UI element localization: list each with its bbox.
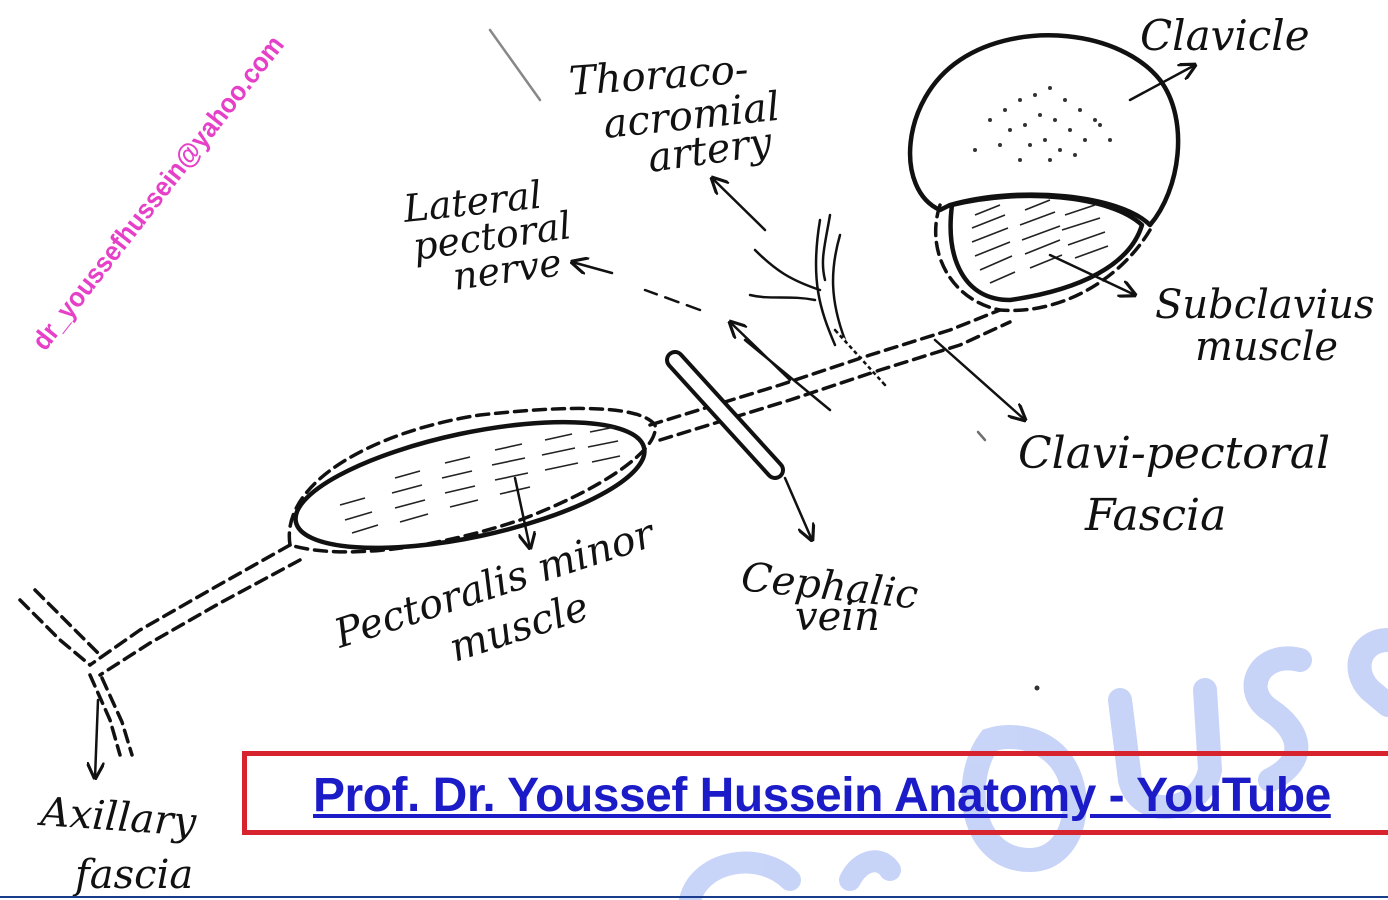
label-subclavius-line2: muscle (1195, 324, 1338, 370)
lateral-pectoral-nerve (645, 290, 700, 310)
axillary-pointer (95, 700, 98, 778)
lateral-pectoral-pointer (572, 262, 612, 273)
label-cephalic-line2: vein (795, 594, 880, 640)
stray-dot (1035, 686, 1040, 691)
clavicle-pointer (1130, 65, 1195, 100)
cephalic-pointer (785, 478, 812, 540)
youtube-channel-link-box[interactable]: Prof. Dr. Youssef Hussein Anatomy - YouT… (242, 751, 1388, 835)
label-subclavius-line1: Subclavius (1155, 282, 1375, 328)
cephalic-vein-shape (675, 360, 775, 470)
sketch-stroke (490, 30, 540, 100)
email-watermark: dr_youssefhussein@yahoo.com (26, 30, 290, 356)
label-clavipectoral-line1: Clavi-pectoral (1018, 428, 1330, 479)
label-clavicle: Clavicle (1140, 11, 1310, 60)
label-axillary-line1: Axillary (35, 789, 199, 846)
thoraco-acromial-pointer (712, 178, 765, 230)
subclavius-muscle-shape (936, 196, 1150, 311)
youtube-channel-link[interactable]: Prof. Dr. Youssef Hussein Anatomy - YouT… (313, 768, 1331, 823)
bottom-divider (0, 896, 1388, 898)
clavipectoral-pointer (935, 340, 1025, 420)
label-clavipectoral-line2: Fascia (1084, 490, 1226, 541)
label-axillary-line2: fascia (72, 852, 193, 898)
axillary-fascia-lines (20, 545, 300, 755)
nerve-upward-pointer (730, 322, 790, 380)
sketch-tick (978, 432, 985, 440)
